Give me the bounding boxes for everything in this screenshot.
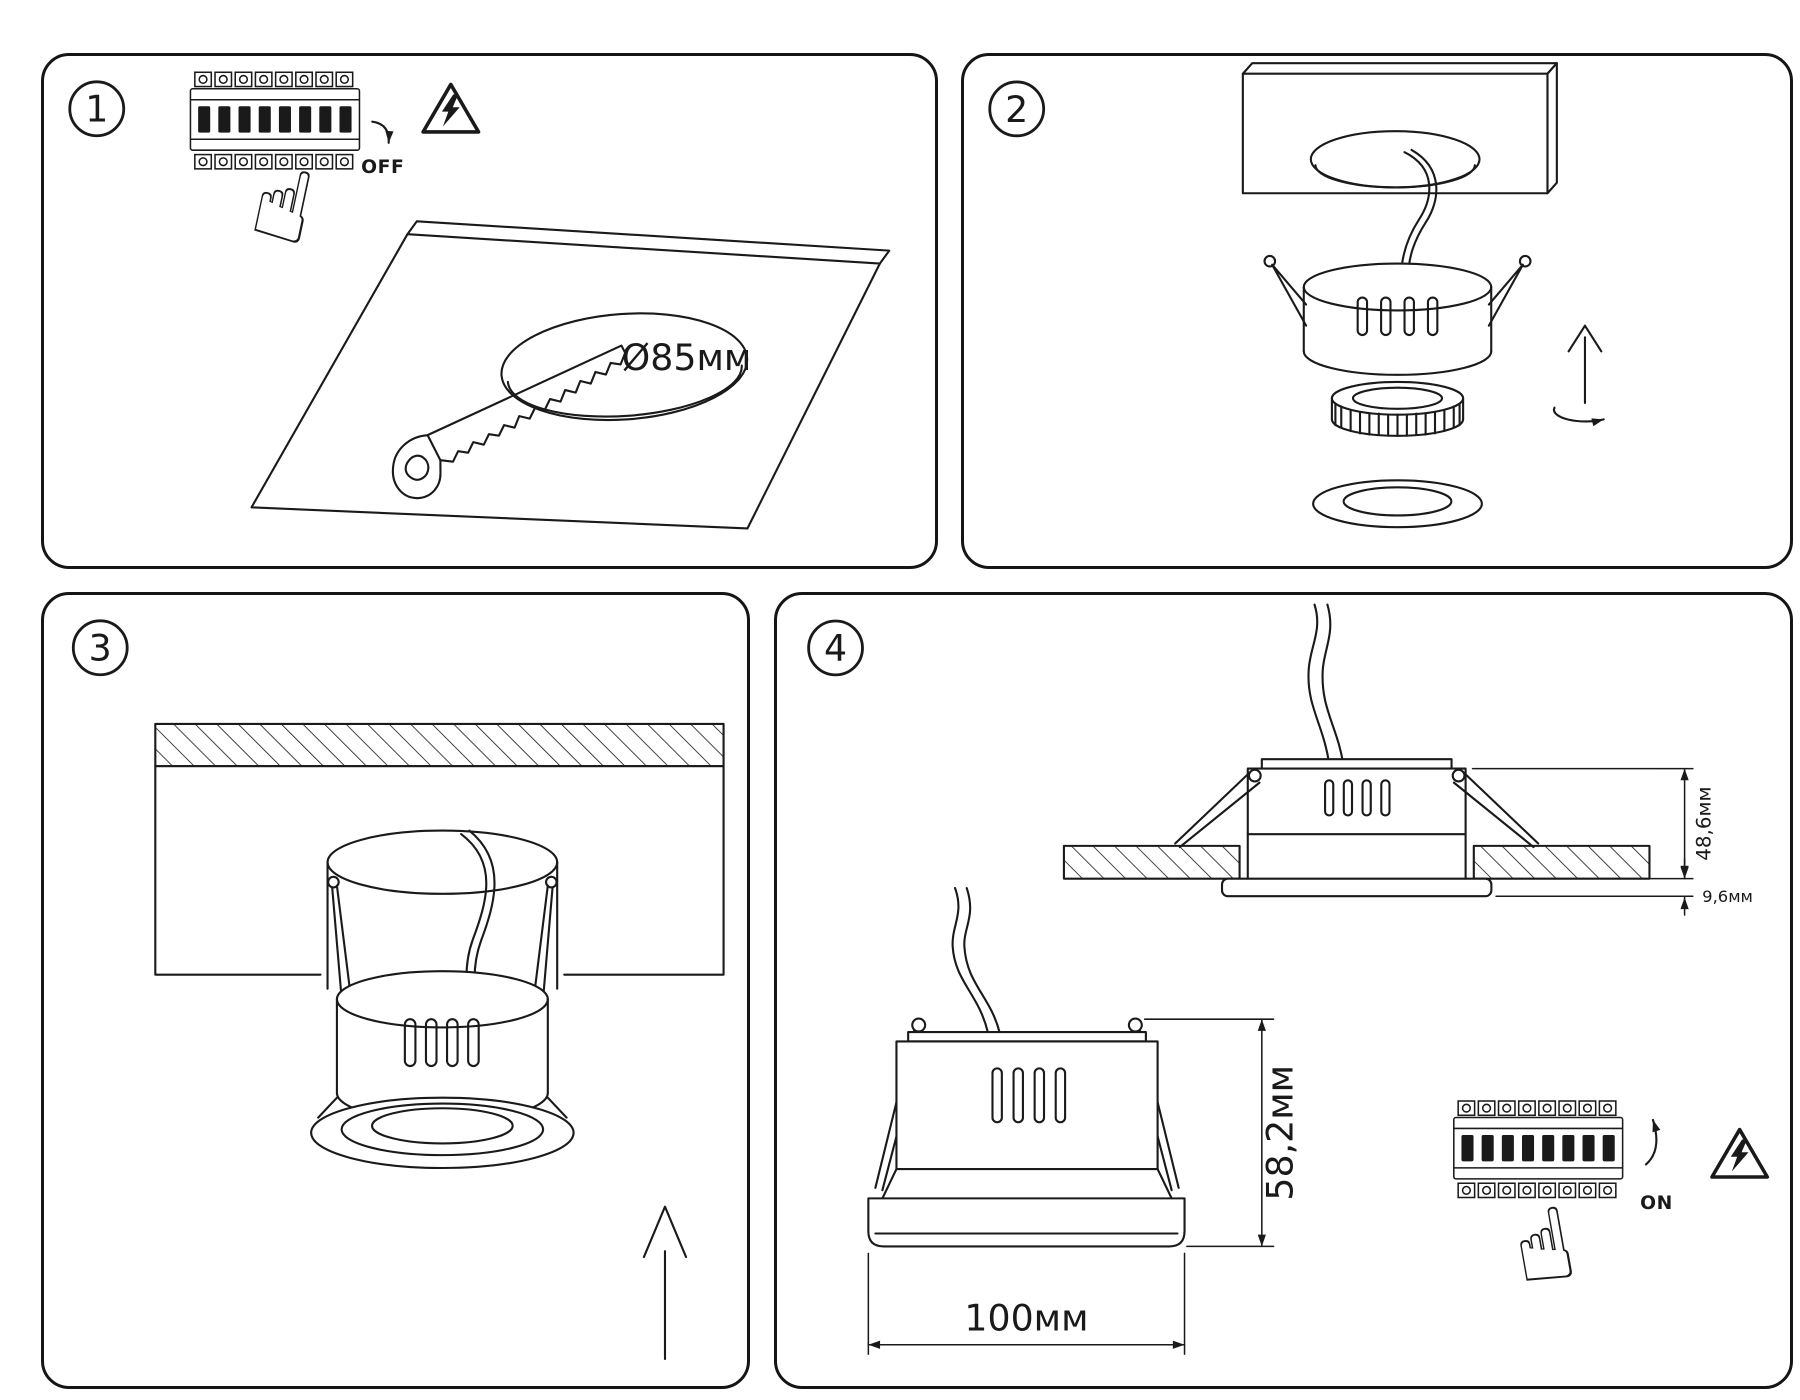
dimension-trim-height: 9,6мм [1495, 857, 1753, 916]
vent-slot [991, 1067, 1003, 1124]
circuit-breaker-icon [1453, 1100, 1624, 1199]
push-up-arrow-icon [642, 1205, 688, 1361]
body-height-label: 58,2мм [1258, 1065, 1301, 1201]
trim-ring [1220, 877, 1493, 898]
step-3-number-badge: 3 [71, 619, 129, 677]
installed-side-view: 48,6мм 9,6мм [1062, 603, 1753, 916]
supply-wire [1399, 148, 1438, 280]
vent-slot [1033, 1067, 1046, 1124]
vent-slot [1380, 296, 1392, 337]
vent-slot [424, 1018, 438, 1068]
step-1-number-badge: 1 [68, 80, 126, 138]
ceiling-tile-edge [406, 220, 891, 265]
step-1-number: 1 [85, 88, 108, 131]
fixture-front-view: 58,2мм 100мм [867, 886, 1301, 1355]
ceiling-board [1241, 62, 1558, 195]
vent-slot [1342, 779, 1354, 817]
step-4-number: 4 [824, 627, 847, 670]
step-4-panel: 4 [774, 592, 1793, 1389]
fixture-can-top [326, 829, 559, 895]
trim-ring [867, 1197, 1186, 1248]
spring-arm-right [1452, 771, 1540, 849]
housing-cap [1260, 758, 1453, 770]
trim-height-label: 9,6мм [1702, 887, 1753, 906]
step-3-number: 3 [89, 627, 112, 670]
vent-slot [1361, 779, 1372, 817]
step-2-number: 2 [1005, 88, 1028, 131]
switch-off-arrow-icon [371, 120, 394, 144]
dimension-body-height: 58,2мм [1143, 1018, 1301, 1248]
vent-slot [1324, 779, 1335, 817]
spring-clip-left [1271, 263, 1308, 327]
step-1-panel: 1 ☝ OFF Ø85мм [41, 53, 938, 569]
switch-on-arrow-icon [1644, 1118, 1661, 1166]
vent-slot [467, 1018, 480, 1068]
pointing-hand-icon: ☝ [241, 143, 324, 269]
spring-clip-right [1487, 263, 1524, 327]
vent-slot [403, 1018, 417, 1068]
spring-pivot-left [1247, 768, 1262, 783]
module-ribs [1334, 403, 1461, 437]
vent-slot [1403, 296, 1415, 337]
vent-slot [1380, 779, 1391, 817]
spring-arm-left [1174, 771, 1261, 849]
vent-slot [1426, 296, 1439, 337]
led-module [1330, 380, 1465, 437]
vent-slot [1012, 1067, 1024, 1124]
power-on-label: ON [1640, 1193, 1673, 1214]
ceiling-cavity [154, 765, 725, 976]
trim-ring [1312, 479, 1483, 529]
ceiling-hatch-left [1062, 844, 1241, 880]
spring-clip-left-pivot [1263, 254, 1277, 268]
spring-pivot-left [911, 1017, 927, 1033]
hole-diameter-label: Ø85мм [622, 336, 752, 379]
fixture-body [317, 970, 568, 1123]
trim-ring [310, 1096, 575, 1170]
high-voltage-warning-icon [1710, 1127, 1770, 1179]
supply-wire [1307, 603, 1345, 770]
spring-pivot-right [1451, 768, 1466, 783]
saw-icon [391, 344, 627, 500]
body-width-label: 100мм [964, 1297, 1088, 1340]
high-voltage-warning-icon [421, 82, 481, 134]
supply-wire [951, 886, 1001, 1034]
vent-slot [1054, 1067, 1067, 1124]
recess-depth-label: 48,6мм [1692, 786, 1715, 860]
circuit-breaker-off-illustration: ☝ OFF [189, 71, 404, 269]
ceiling-hatch-right [1472, 844, 1651, 880]
vent-slot [445, 1018, 459, 1068]
fixture-housing [1246, 767, 1467, 836]
push-rotate-arrow-icon [1552, 324, 1605, 427]
fixture-insertion-illustration [154, 722, 725, 1361]
step-3-panel: 3 [41, 592, 750, 1389]
fixture-exploded-view [1241, 62, 1605, 529]
fixture-housing [895, 1040, 1159, 1171]
step-4-number-badge: 4 [807, 619, 864, 677]
housing-cap [907, 1031, 1147, 1043]
ceiling-hole [1309, 130, 1481, 189]
pointing-hand-icon: ☝ [1504, 1185, 1584, 1309]
vent-slot [1356, 296, 1369, 337]
dimension-body-width: 100мм [867, 1252, 1186, 1355]
ceiling-structure-hatch [154, 722, 725, 768]
step-2-panel: 2 [961, 53, 1793, 569]
fixture-housing [1263, 254, 1532, 376]
spring-clip-right-pivot [1518, 254, 1532, 268]
ceiling-cutout-illustration: Ø85мм [250, 220, 891, 530]
spring-pivot-right [1127, 1017, 1143, 1033]
spring-arm-right [532, 875, 558, 1000]
step-2-number-badge: 2 [988, 80, 1046, 138]
circuit-breaker-on-illustration: ☝ ON [1453, 1100, 1673, 1309]
power-off-label: OFF [361, 157, 404, 178]
spring-arm-left [327, 875, 353, 1000]
